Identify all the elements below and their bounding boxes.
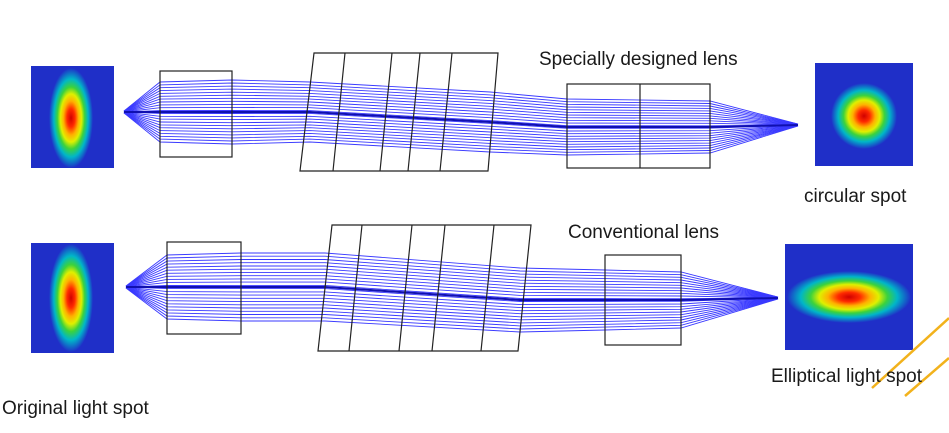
ray: [123, 103, 799, 126]
ray: [123, 82, 799, 125]
ray: [125, 287, 779, 318]
ray: [123, 85, 799, 125]
lens-top-1: [159, 70, 233, 158]
lens-group-bottom: [166, 224, 682, 352]
lens-bottom-1: [166, 241, 242, 335]
ray: [123, 112, 799, 143]
ray: [125, 286, 779, 309]
ray: [123, 106, 799, 126]
ray: [123, 112, 799, 151]
ray: [123, 111, 799, 140]
ray: [125, 287, 779, 333]
lens-top-3: [566, 83, 711, 169]
accent-lines: [871, 317, 949, 397]
ray: [123, 79, 799, 125]
lens-bottom-3: [604, 254, 682, 346]
ray-bundle-bottom: [125, 252, 779, 333]
ray: [125, 287, 779, 330]
optical-axis: [126, 286, 779, 301]
ray: [125, 271, 779, 299]
ray: [123, 100, 799, 126]
label-original-light-spot: Original light spot: [2, 398, 149, 419]
label-specially-designed-lens: Specially designed lens: [539, 49, 738, 70]
ray: [125, 286, 779, 315]
ray: [125, 287, 779, 327]
ray: [125, 259, 779, 298]
ray-bundle-top: [123, 79, 799, 156]
ray: [123, 110, 799, 127]
ray: [123, 88, 799, 125]
lens-top-2: [299, 52, 499, 172]
ray: [123, 112, 799, 148]
ray: [125, 265, 779, 298]
original-spot-bottom: [31, 243, 114, 353]
ray: [125, 286, 779, 306]
lens-bottom-2: [317, 224, 532, 352]
ray: [125, 286, 779, 312]
ray: [123, 111, 799, 135]
ray: [125, 275, 779, 299]
ray: [123, 111, 799, 129]
ray: [125, 284, 779, 300]
ray: [125, 252, 779, 298]
ray: [123, 112, 799, 153]
ray: [123, 94, 799, 125]
elliptical-spot: [785, 244, 913, 350]
original-spot-top: [31, 66, 114, 168]
ray: [125, 268, 779, 298]
label-conventional-lens: Conventional lens: [568, 222, 720, 243]
ray: [123, 111, 799, 132]
ray: [123, 97, 799, 126]
label-elliptical-light-spot: Elliptical light spot: [771, 366, 923, 387]
ray: [125, 262, 779, 298]
ray: [125, 286, 779, 302]
optical-axis: [124, 111, 799, 128]
label-circular-spot: circular spot: [804, 186, 907, 207]
lens-group-top: [159, 52, 711, 172]
ray: [123, 91, 799, 125]
ray: [125, 287, 779, 324]
ray: [125, 278, 779, 299]
ray: [125, 281, 779, 299]
ray: [125, 255, 779, 298]
ray: [123, 112, 799, 156]
ray: [125, 287, 779, 321]
ray: [123, 112, 799, 145]
circular-spot: [815, 63, 913, 166]
ray: [123, 111, 799, 137]
